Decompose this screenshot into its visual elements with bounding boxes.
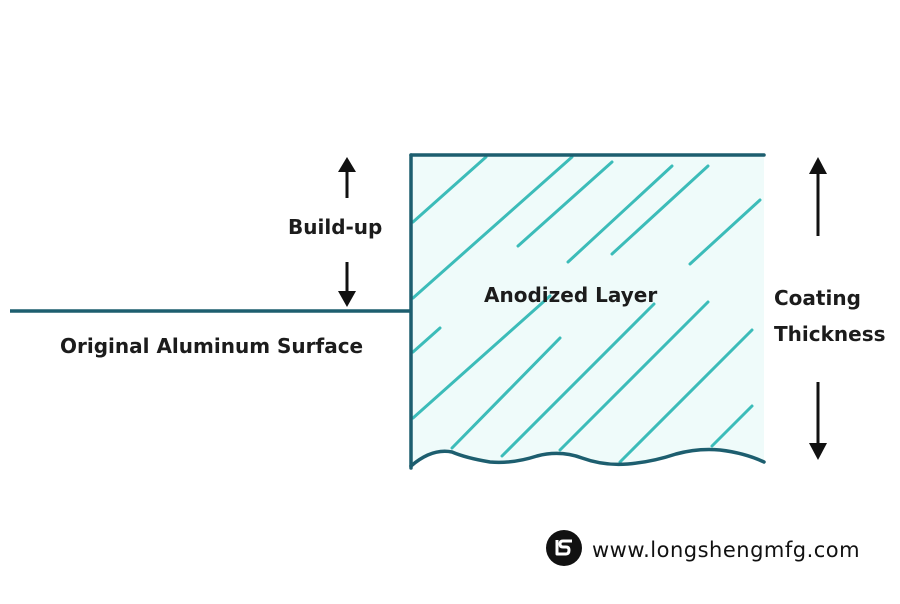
hatch-line — [411, 294, 552, 420]
coating-thickness-arrows — [809, 157, 827, 460]
coating-thickness-label-line2: Thickness — [774, 322, 886, 346]
hatch-line — [411, 326, 442, 354]
wavy-base-edge — [409, 447, 766, 468]
anodized-layer-fill — [411, 155, 764, 466]
hatch-line — [558, 300, 710, 452]
hatch-line — [450, 336, 562, 450]
build-up-arrow-up — [338, 157, 356, 198]
hatch-line — [618, 328, 754, 464]
build-up-arrow-down — [338, 262, 356, 307]
watermark-url: www.longshengmfg.com — [592, 538, 861, 562]
build-up-label: Build-up — [288, 215, 383, 239]
coating-arrow-up — [809, 157, 827, 236]
hatch-line — [688, 198, 762, 266]
anodized-layer-label: Anodized Layer — [484, 283, 658, 307]
coating-arrow-down — [809, 382, 827, 460]
hatch-line — [610, 164, 710, 256]
hatch-line — [411, 155, 574, 300]
anodized-layer-hatching — [411, 155, 762, 464]
hatch-line — [566, 164, 674, 264]
coating-thickness-label-line1: Coating — [774, 286, 861, 310]
coating-thickness-label: Coating Thickness — [774, 280, 886, 352]
hatch-line — [516, 160, 614, 248]
hatch-line — [710, 404, 754, 448]
build-up-arrows — [338, 157, 356, 307]
original-surface-label: Original Aluminum Surface — [60, 334, 364, 358]
longsheng-logo-icon — [546, 530, 582, 570]
watermark: www.longshengmfg.com — [546, 530, 860, 570]
hatch-line — [500, 302, 656, 458]
hatch-line — [411, 155, 488, 224]
